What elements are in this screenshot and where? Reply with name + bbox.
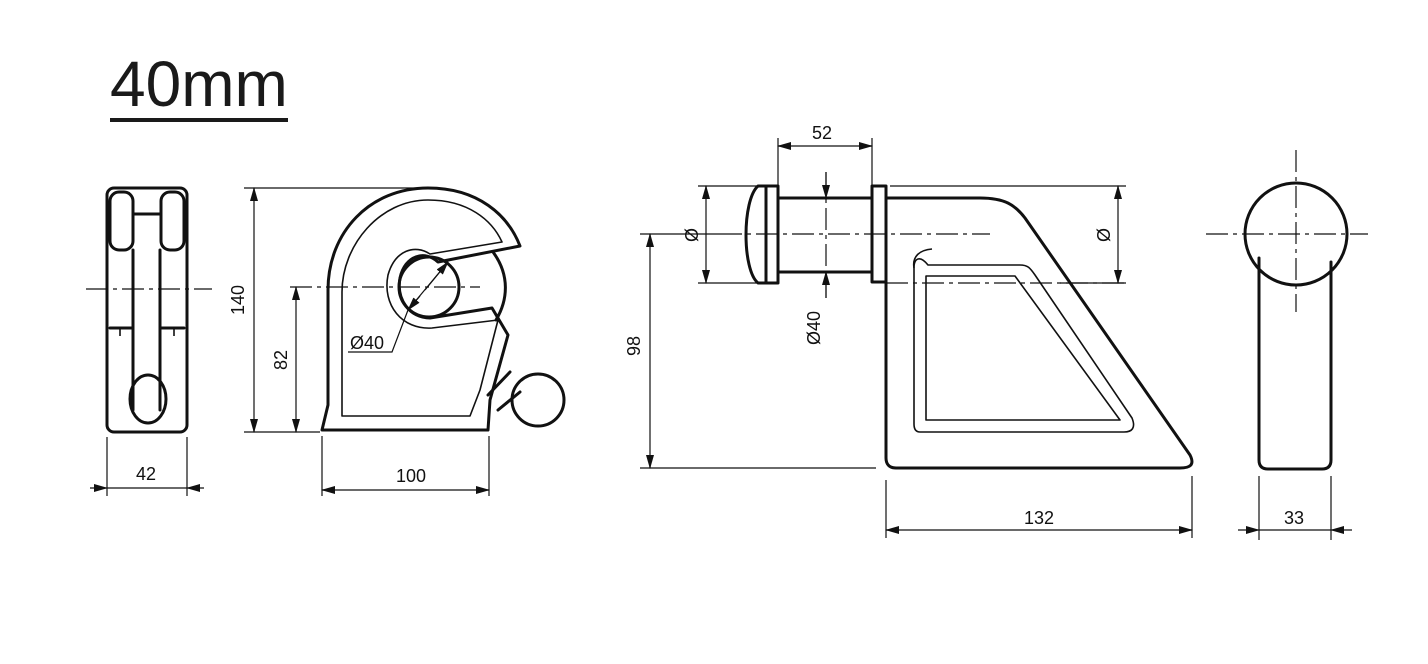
dim-132: 132	[1024, 508, 1054, 528]
drawing-title: 40mm	[110, 48, 288, 122]
fork-ball-end	[128, 373, 168, 425]
fork-prong-right	[159, 190, 186, 252]
handle-shaft	[486, 370, 522, 412]
fork-slot	[131, 212, 162, 330]
fork-outline	[105, 186, 189, 434]
fork-lower-edges	[108, 326, 186, 412]
view-pin-bracket: 52 Ø Ø40 98 Ø 132	[624, 123, 1194, 538]
view-side-fork: 42	[86, 186, 212, 496]
bracket-window-outer	[913, 258, 1135, 433]
dim-100: 100	[396, 466, 426, 486]
dim-140: 140	[228, 285, 248, 315]
dim-hole-diameter: Ø40	[350, 333, 384, 353]
pin-shaft	[776, 196, 874, 274]
hook-inner-outline	[341, 199, 503, 417]
dim-82: 82	[271, 350, 291, 370]
dim-body-diameter: Ø	[1094, 228, 1114, 242]
dim-98: 98	[624, 336, 644, 356]
handle-ball	[510, 372, 566, 428]
view-front-hook: Ø40 140 82 100	[228, 186, 566, 496]
dim-42: 42	[136, 464, 156, 484]
view-end: 33	[1206, 150, 1368, 540]
dim-52: 52	[812, 123, 832, 143]
fork-prong-left	[108, 190, 135, 252]
bracket-window-inner	[925, 275, 1121, 421]
dim-head-diameter: Ø	[682, 228, 702, 242]
bracket-outline	[884, 196, 1194, 470]
dim-pin-diameter: Ø40	[804, 311, 824, 345]
dim-33: 33	[1284, 508, 1304, 528]
end-body	[1257, 256, 1333, 471]
